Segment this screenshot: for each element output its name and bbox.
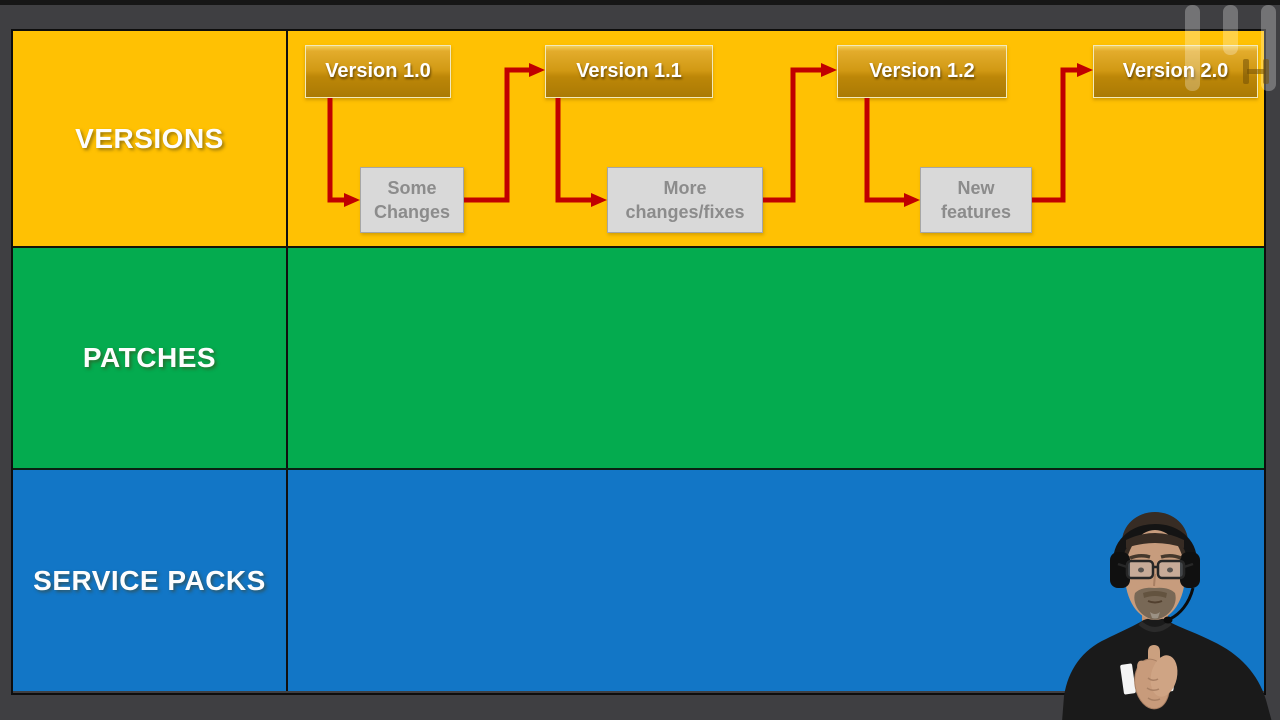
presenter-collar [1138, 621, 1172, 632]
watermark-h-monogram-icon [1243, 59, 1269, 84]
change-box-new-features: New features [920, 167, 1032, 233]
row-label-patches: PATCHES [82, 342, 217, 373]
change-box-some-changes-label: Some Changes [373, 177, 451, 222]
version-box-1-1: Version 1.1 [545, 45, 713, 98]
change-box-new-features-label: New features [940, 177, 1012, 222]
presenter-headphones-band [1113, 524, 1197, 563]
version-box-1-0: Version 1.0 [305, 45, 451, 98]
row-service-packs: SERVICE PACKS [13, 470, 1264, 691]
presenter-eye-right [1167, 567, 1173, 573]
row-label-cell-service-packs: SERVICE PACKS [13, 470, 288, 691]
version-box-2-0-label: Version 2.0 [1122, 60, 1229, 82]
presenter-headphones-earcup-right [1180, 552, 1200, 588]
change-box-more-changes-fixes-label: More changes/fixes [625, 177, 745, 222]
presenter-eye-left [1138, 567, 1144, 573]
change-box-more-changes-fixes: More changes/fixes [607, 167, 763, 233]
version-box-1-2: Version 1.2 [837, 45, 1007, 98]
top-letterbox-strip [0, 0, 1280, 5]
presenter-webcam [1062, 512, 1272, 720]
presenter-headphones-earcup-left [1110, 552, 1130, 588]
row-label-versions: VERSIONS [75, 122, 224, 154]
version-box-1-1-label: Version 1.1 [576, 60, 682, 82]
presenter-mic [1163, 616, 1173, 624]
watermark-bar-icon [1185, 5, 1200, 91]
presenter-hands [1134, 645, 1178, 710]
row-label-cell-patches: PATCHES [13, 248, 288, 468]
row-label-service-packs: SERVICE PACKS [33, 564, 266, 596]
row-label-cell-versions: VERSIONS [13, 31, 288, 246]
row-content-patches [288, 248, 1264, 468]
presenter-mic-boom [1169, 587, 1195, 621]
presenter-hairline [1126, 533, 1184, 548]
slide-table: VERSIONS PATCHES SERVICE PACKS [11, 29, 1266, 695]
version-box-1-0-label: Version 1.0 [325, 60, 431, 82]
change-box-some-changes: Some Changes [360, 167, 464, 233]
version-box-1-2-label: Version 1.2 [869, 60, 975, 82]
watermark-bar-icon [1223, 5, 1238, 55]
presenter-glasses [1117, 559, 1194, 580]
channel-logo-watermark-icon [1183, 4, 1280, 92]
row-patches: PATCHES [13, 248, 1264, 470]
